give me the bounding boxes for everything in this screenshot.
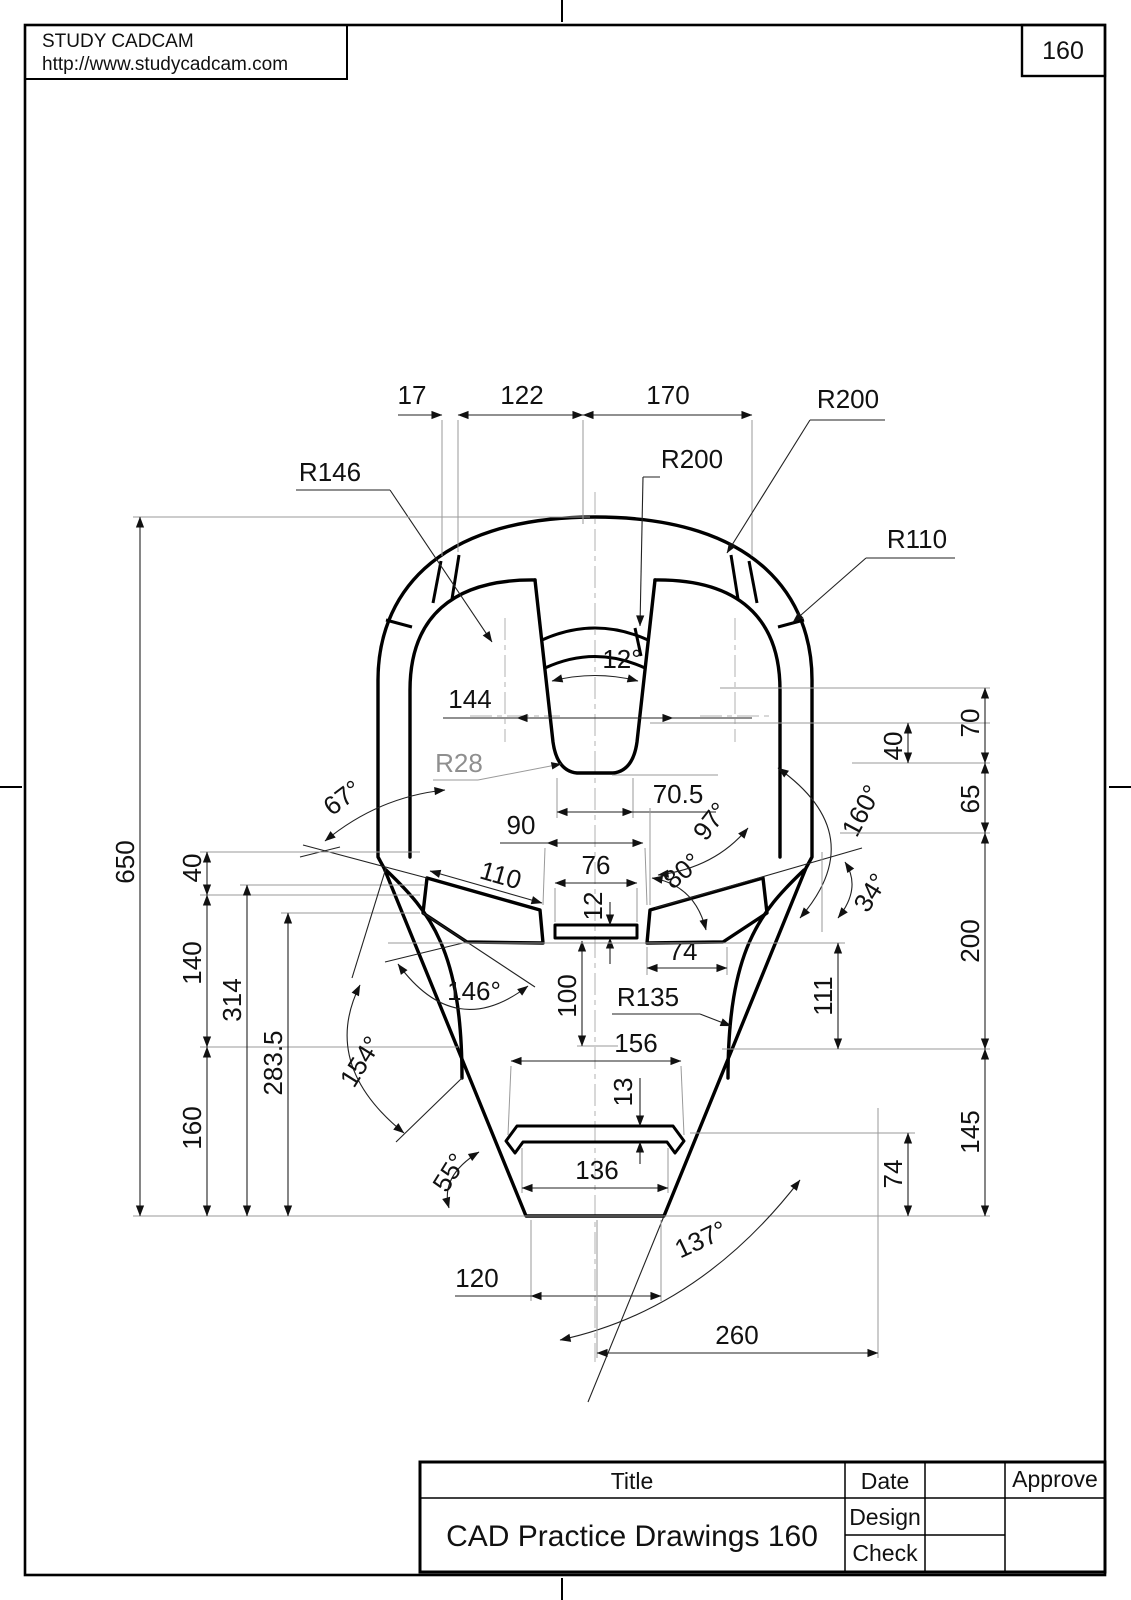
dim-160deg: 160° (835, 780, 887, 842)
helmet-inner-band-right (653, 578, 782, 859)
dim-200: 200 (955, 919, 985, 962)
left-eye-slot (421, 876, 545, 945)
dim-40-right: 40 (878, 732, 908, 761)
notch-band-tick (633, 627, 643, 657)
dim-40-left: 40 (177, 854, 207, 883)
helmet-inner-band-left (408, 578, 537, 859)
dim-314: 314 (217, 978, 247, 1021)
dim-r146: R146 (299, 457, 361, 487)
dim-67deg: 67° (317, 774, 366, 822)
dim-13: 13 (608, 1078, 638, 1107)
dim-90: 90 (507, 810, 536, 840)
dim-r28: R28 (435, 748, 483, 778)
dim-r135: R135 (617, 982, 679, 1012)
dim-283-5: 283.5 (258, 1030, 288, 1095)
right-eye-slot (645, 876, 769, 945)
dome-tick-right-2 (729, 554, 740, 600)
dim-r200-top: R200 (817, 384, 879, 414)
title-block: Title CAD Practice Drawings 160 Date Des… (418, 1460, 1107, 1574)
page-number: 160 (1042, 37, 1084, 65)
dim-r110: R110 (887, 524, 947, 554)
design-label: Design (849, 1504, 921, 1530)
site-url: http://www.studycadcam.com (42, 54, 288, 75)
dim-17: 17 (398, 380, 427, 410)
dim-144: 144 (448, 684, 491, 714)
dim-70: 70 (955, 709, 985, 738)
site-name: STUDY CADCAM (42, 31, 194, 52)
dim-146deg: 146° (447, 976, 501, 1006)
nose-slot (553, 923, 639, 940)
dim-34deg: 34° (847, 868, 893, 917)
dim-r200-mid: R200 (661, 444, 723, 474)
dim-76: 76 (582, 850, 611, 880)
dims-right: 70 65 200 145 40 74 111 (388, 687, 990, 1217)
dim-110: 110 (477, 855, 525, 895)
dim-12deg: 12° (602, 644, 641, 674)
dim-145: 145 (955, 1110, 985, 1153)
approve-label: Approve (1012, 1466, 1098, 1492)
drawing-title: CAD Practice Drawings 160 (446, 1520, 818, 1553)
dim-156: 156 (614, 1028, 657, 1058)
helmet-outline (376, 515, 814, 1218)
dim-137deg: 137° (670, 1214, 731, 1264)
dim-55deg: 55° (426, 1148, 472, 1197)
page-number-box: 160 (1020, 23, 1107, 78)
dome-tick-left-3 (385, 618, 413, 629)
forehead-notch (533, 578, 657, 775)
helmet-outer-contour (376, 515, 814, 1218)
dim-260: 260 (715, 1320, 758, 1350)
dome-tick-left-2 (450, 554, 461, 600)
dim-140: 140 (177, 941, 207, 984)
dim-120: 120 (455, 1263, 498, 1293)
left-cheek-curve (384, 868, 464, 1080)
dim-154deg: 154° (333, 1031, 387, 1093)
dim-170: 170 (646, 380, 689, 410)
dim-111: 111 (808, 976, 838, 1016)
dims-eyes-nose: 90 76 110 12 80° 97° 160° 34° 74 (384, 767, 894, 1047)
date-label: Date (861, 1468, 910, 1494)
dims-left: 650 40 140 160 314 283.5 (110, 516, 990, 1217)
dim-100: 100 (552, 974, 582, 1017)
dim-74-right: 74 (878, 1160, 908, 1189)
check-label: Check (852, 1540, 918, 1566)
dim-70-5: 70.5 (653, 779, 704, 809)
title-label: Title (611, 1468, 654, 1494)
dim-650: 650 (110, 840, 140, 883)
dim-160: 160 (177, 1106, 207, 1149)
dims-top: 17 122 170 R200 R200 R146 R110 (296, 380, 955, 643)
header-box: STUDY CADCAM http://www.studycadcam.com (24, 24, 348, 80)
dome-tick-right-1 (747, 560, 759, 604)
dome-tick-left-1 (431, 560, 443, 604)
dim-122: 122 (500, 380, 543, 410)
dome-tick-right-3 (777, 618, 805, 629)
notch-band-lower-arc (544, 655, 646, 670)
dim-74-eye: 74 (669, 936, 698, 966)
dim-65: 65 (955, 785, 985, 814)
dim-136: 136 (575, 1155, 618, 1185)
dim-12: 12 (578, 892, 608, 921)
mouth-slot (504, 1124, 686, 1155)
